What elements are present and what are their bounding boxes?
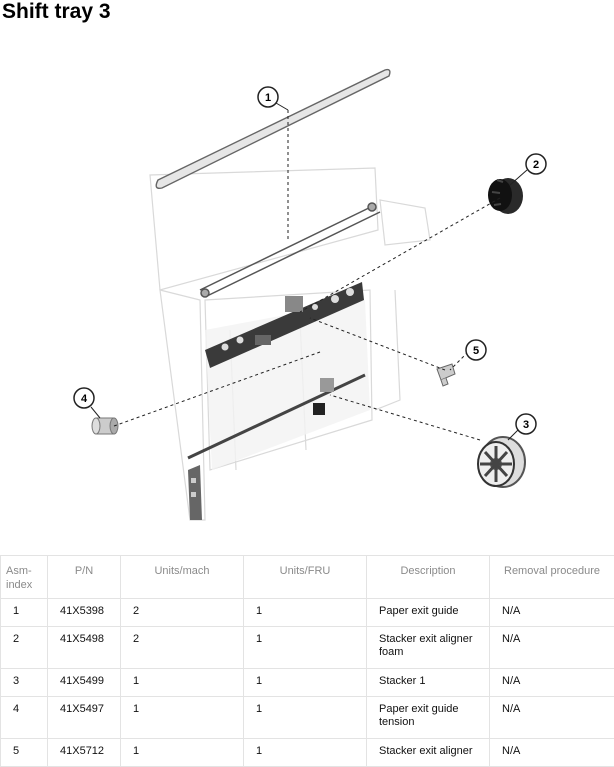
cell-units-mach: 2 bbox=[121, 599, 244, 627]
table-header-row: Asm-index P/N Units/mach Units/FRU Descr… bbox=[1, 556, 614, 599]
cell-units-fru: 1 bbox=[244, 739, 367, 767]
part-1-paper-exit-guide bbox=[156, 70, 390, 189]
table-row: 4 41X5497 1 1 Paper exit guide tension N… bbox=[1, 697, 614, 739]
cell-asm-index: 1 bbox=[1, 599, 48, 627]
header-units-fru: Units/FRU bbox=[244, 556, 367, 599]
table-row: 3 41X5499 1 1 Stacker 1 N/A bbox=[1, 669, 614, 697]
part-2-aligner-foam bbox=[488, 178, 523, 214]
side-bracket bbox=[188, 465, 202, 520]
header-description: Description bbox=[367, 556, 490, 599]
cell-removal: N/A bbox=[490, 669, 614, 697]
callout-5: 5 bbox=[466, 340, 486, 360]
cell-pn: 41X5712 bbox=[48, 739, 121, 767]
header-units-mach: Units/mach bbox=[121, 556, 244, 599]
cell-removal: N/A bbox=[490, 627, 614, 669]
cell-removal: N/A bbox=[490, 697, 614, 739]
callout-4-label: 4 bbox=[81, 393, 88, 405]
cell-asm-index: 3 bbox=[1, 669, 48, 697]
callout-5-label: 5 bbox=[473, 345, 479, 357]
cell-pn: 41X5398 bbox=[48, 599, 121, 627]
page-title: Shift tray 3 bbox=[2, 0, 111, 25]
cell-pn: 41X5499 bbox=[48, 669, 121, 697]
table-row: 1 41X5398 2 1 Paper exit guide N/A bbox=[1, 599, 614, 627]
cell-removal: N/A bbox=[490, 599, 614, 627]
callout-1-label: 1 bbox=[265, 92, 271, 104]
cell-units-mach: 1 bbox=[121, 669, 244, 697]
table-row: 2 41X5498 2 1 Stacker exit aligner foam … bbox=[1, 627, 614, 669]
cell-units-fru: 1 bbox=[244, 697, 367, 739]
cell-units-fru: 1 bbox=[244, 599, 367, 627]
rod-block bbox=[313, 403, 325, 415]
cell-description: Paper exit guide bbox=[367, 599, 490, 627]
cell-units-mach: 1 bbox=[121, 739, 244, 767]
header-asm-index: Asm-index bbox=[1, 556, 48, 599]
callout-3-label: 3 bbox=[523, 419, 529, 431]
rod-clip bbox=[320, 378, 334, 392]
callout-2-label: 2 bbox=[533, 159, 539, 171]
cell-description: Paper exit guide tension bbox=[367, 697, 490, 739]
cell-description: Stacker 1 bbox=[367, 669, 490, 697]
cell-units-mach: 2 bbox=[121, 627, 244, 669]
guide-rail bbox=[200, 203, 380, 297]
cell-pn: 41X5497 bbox=[48, 697, 121, 739]
cell-asm-index: 5 bbox=[1, 739, 48, 767]
cell-units-fru: 1 bbox=[244, 627, 367, 669]
cell-units-mach: 1 bbox=[121, 697, 244, 739]
cell-removal: N/A bbox=[490, 739, 614, 767]
header-removal-procedure: Removal procedure bbox=[490, 556, 614, 599]
cell-description: Stacker exit aligner foam bbox=[367, 627, 490, 669]
callout-4: 4 bbox=[74, 388, 100, 418]
table-row: 5 41X5712 1 1 Stacker exit aligner N/A bbox=[1, 739, 614, 767]
cell-pn: 41X5498 bbox=[48, 627, 121, 669]
callout-2: 2 bbox=[510, 154, 546, 185]
callout-1: 1 bbox=[258, 87, 288, 110]
header-pn: P/N bbox=[48, 556, 121, 599]
part-5-exit-aligner bbox=[437, 364, 455, 386]
parts-table: Asm-index P/N Units/mach Units/FRU Descr… bbox=[0, 555, 614, 767]
cell-units-fru: 1 bbox=[244, 669, 367, 697]
exploded-parts-diagram: 1 2 3 4 5 bbox=[0, 40, 614, 540]
callout-3: 3 bbox=[508, 414, 536, 440]
cell-asm-index: 4 bbox=[1, 697, 48, 739]
cell-asm-index: 2 bbox=[1, 627, 48, 669]
part-3-stacker-wheel bbox=[478, 437, 525, 487]
cell-description: Stacker exit aligner bbox=[367, 739, 490, 767]
